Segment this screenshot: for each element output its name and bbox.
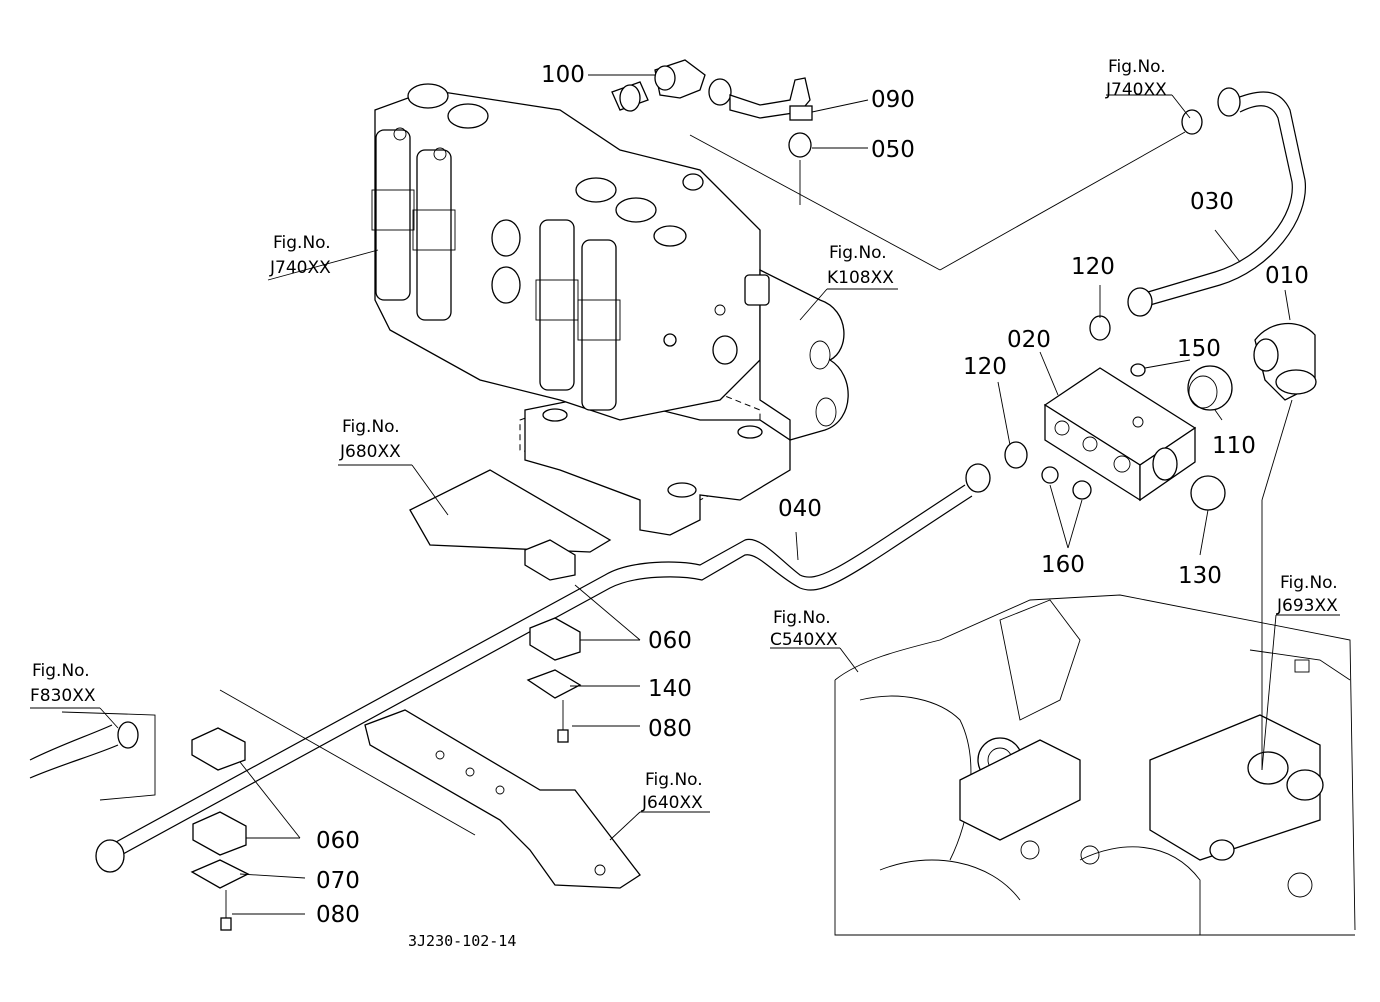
svg-text:J680XX: J680XX [339, 442, 401, 462]
svg-text:F830XX: F830XX [30, 686, 96, 706]
part-label-030: 030 [1190, 189, 1234, 215]
part-label-010: 010 [1265, 263, 1309, 289]
clamp-group-lower [190, 727, 250, 931]
part-number-labels: 100 090 050 030 120 010 020 150 120 110 … [316, 62, 1309, 928]
hose-f830 [29, 711, 156, 801]
svg-text:Fig.No.: Fig.No. [773, 608, 831, 628]
part-label-040: 040 [778, 496, 822, 522]
fig-ref-f830: Fig.No. F830XX [30, 661, 96, 706]
fig-ref-j640: Fig.No. J640XX [641, 770, 703, 813]
part-label-060-upper: 060 [648, 628, 692, 654]
leader-lines [30, 74, 1340, 915]
part-label-120-top: 120 [1071, 254, 1115, 280]
svg-text:K108XX: K108XX [827, 268, 894, 288]
part-label-090: 090 [871, 87, 915, 113]
part-label-100: 100 [541, 62, 585, 88]
part-label-150: 150 [1177, 336, 1221, 362]
part-label-060-lower: 060 [316, 828, 360, 854]
part-label-020: 020 [1007, 327, 1051, 353]
tube-040 [95, 463, 991, 873]
mounting-plate [219, 689, 641, 889]
figure-reference-labels: Fig.No. J740XX Fig.No. J740XX Fig.No. K1… [30, 57, 1338, 813]
clamp-group-upper [409, 469, 612, 743]
part-label-130: 130 [1178, 563, 1222, 589]
fig-ref-j740-right: Fig.No. J740XX [1105, 57, 1167, 100]
fig-ref-j693: Fig.No. J693XX [1276, 573, 1338, 616]
fig-ref-c540: Fig.No. C540XX [770, 608, 838, 650]
svg-text:Fig.No.: Fig.No. [1280, 573, 1338, 593]
figure-code: 3J230-102-14 [408, 932, 516, 950]
part-label-070: 070 [316, 868, 360, 894]
part-label-080-upper: 080 [648, 716, 692, 742]
svg-text:Fig.No.: Fig.No. [829, 243, 887, 263]
svg-text:Fig.No.: Fig.No. [32, 661, 90, 681]
svg-text:Fig.No.: Fig.No. [342, 417, 400, 437]
fig-ref-k108: Fig.No. K108XX [827, 243, 894, 288]
part-label-050: 050 [871, 137, 915, 163]
part-label-120-left: 120 [963, 354, 1007, 380]
svg-text:J740XX: J740XX [269, 258, 331, 278]
tractor-rear-assembly [834, 594, 1356, 936]
svg-text:Fig.No.: Fig.No. [1108, 57, 1166, 77]
fittings-top [611, 59, 813, 205]
fig-ref-j740-left: Fig.No. J740XX [269, 233, 331, 278]
svg-text:J693XX: J693XX [1276, 596, 1338, 616]
part-label-080-lower: 080 [316, 902, 360, 928]
manifold-block-020 [1004, 315, 1317, 511]
control-valve-assembly [371, 83, 849, 536]
svg-text:J640XX: J640XX [641, 793, 703, 813]
part-label-160: 160 [1041, 552, 1085, 578]
svg-text:C540XX: C540XX [770, 630, 838, 650]
svg-text:Fig.No.: Fig.No. [273, 233, 331, 253]
part-label-110: 110 [1212, 433, 1256, 459]
part-label-140: 140 [648, 676, 692, 702]
svg-text:Fig.No.: Fig.No. [645, 770, 703, 790]
tube-030 [1127, 87, 1306, 317]
svg-text:J740XX: J740XX [1105, 80, 1167, 100]
fig-ref-j680: Fig.No. J680XX [339, 417, 401, 462]
